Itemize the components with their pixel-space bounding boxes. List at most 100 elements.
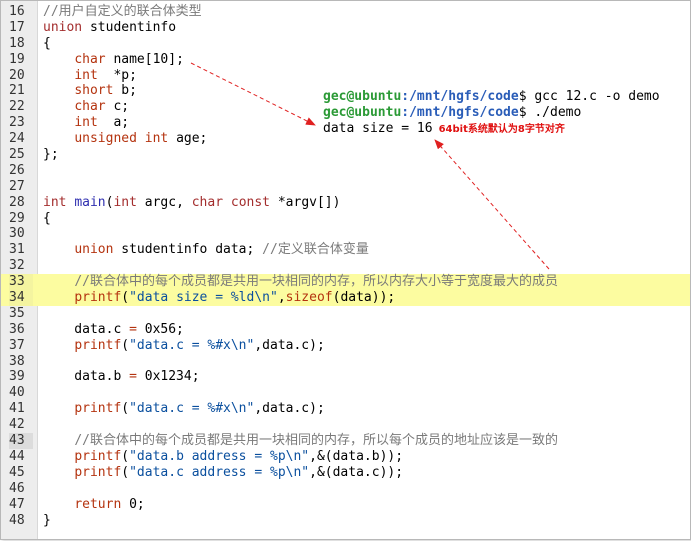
code-token: char (74, 51, 106, 67)
code-text: int main(int argc, char const *argv[]) (43, 195, 340, 211)
code-line[interactable]: 48} (1, 513, 690, 529)
code-token (43, 83, 74, 98)
code-line[interactable]: 38 (1, 354, 690, 370)
line-number: 22 (9, 99, 25, 115)
code-text: { (43, 211, 51, 227)
code-line[interactable]: 47 return 0; (1, 497, 690, 513)
code-line[interactable]: 45 printf("data.c address = %p\n",&(data… (1, 465, 690, 481)
command-compile: $ gcc 12.c -o demo (518, 89, 660, 104)
line-number: 29 (9, 210, 25, 226)
code-text: data.b = 0x1234; (43, 369, 199, 385)
code-text: printf("data.c = %#x\n",data.c); (43, 401, 324, 417)
code-token: union (74, 242, 114, 258)
code-token: //联合体中的每个成员都是共用一块相同的内存，所以每个成员的地址应该是一致的 (74, 433, 558, 449)
code-token (43, 242, 74, 257)
code-token: "data.b address = %p\n" (129, 448, 310, 464)
code-line[interactable]: 21 short b; (1, 83, 690, 99)
code-line[interactable]: 28 int main(int argc, char const *argv[]) (1, 195, 690, 211)
code-line[interactable]: 30 (1, 226, 690, 242)
line-number: 17 (9, 19, 25, 35)
line-number: 44 (9, 448, 25, 464)
code-line[interactable]: 34 printf("data size = %ld\n",sizeof(dat… (1, 290, 690, 306)
code-line[interactable]: 40 (1, 385, 690, 401)
line-number: 21 (9, 83, 25, 99)
line-number: 32 (9, 258, 25, 274)
code-token: //用户自定义的联合体类型 (43, 4, 202, 19)
code-line[interactable]: 27 (1, 179, 690, 195)
code-line[interactable]: 24 unsigned int age; (1, 131, 690, 147)
code-line[interactable]: 32 (1, 258, 690, 274)
code-token (43, 338, 74, 353)
code-token: = (129, 321, 137, 337)
terminal-line-3: data size = 16 64bit系统默认为8字节对齐 (323, 121, 660, 138)
code-line[interactable]: 19 char name[10]; (1, 52, 690, 68)
code-line[interactable]: 22 char c; (1, 99, 690, 115)
line-number: 28 (9, 194, 25, 210)
code-token: union (43, 19, 83, 35)
code-line[interactable]: 35 (1, 306, 690, 322)
line-number: 30 (9, 226, 25, 242)
line-number: 35 (9, 305, 25, 321)
code-line[interactable]: 16//用户自定义的联合体类型 (1, 4, 690, 20)
code-token (43, 52, 74, 67)
code-line[interactable]: 26 (1, 163, 690, 179)
line-number: 23 (9, 115, 25, 131)
code-line[interactable]: 29 { (1, 211, 690, 227)
code-token (43, 401, 74, 416)
code-text: char c; (43, 99, 129, 115)
code-line[interactable]: 37 printf("data.c = %#x\n",data.c); (1, 338, 690, 354)
line-number: 31 (9, 242, 25, 258)
code-token: data.b (43, 369, 130, 385)
line-number: 47 (9, 496, 25, 512)
code-line[interactable]: 25}; (1, 147, 690, 163)
code-token: data.c (43, 321, 130, 337)
line-number: 24 (9, 131, 25, 147)
code-line[interactable]: 41 printf("data.c = %#x\n",data.c); (1, 401, 690, 417)
code-line[interactable]: 44 printf("data.b address = %p\n",&(data… (1, 449, 690, 465)
code-line[interactable]: 46 (1, 481, 690, 497)
code-token: int (113, 194, 137, 210)
code-text: unsigned int age; (43, 131, 207, 147)
code-text: return 0; (43, 497, 144, 513)
code-line[interactable]: 23 int a; (1, 115, 690, 131)
code-line[interactable]: 36 data.c = 0x56; (1, 322, 690, 338)
code-line[interactable]: 18{ (1, 36, 690, 52)
code-token (43, 449, 74, 464)
line-number: 26 (9, 162, 25, 178)
code-token: int (74, 115, 98, 131)
code-token: int (74, 67, 98, 83)
line-number: 45 (9, 464, 25, 480)
line-number: 19 (9, 51, 25, 67)
code-text: printf("data.b address = %p\n",&(data.b)… (43, 449, 403, 465)
line-number: 36 (9, 321, 25, 337)
code-line[interactable]: 42 (1, 417, 690, 433)
code-text: short b; (43, 83, 137, 99)
code-token (43, 99, 74, 114)
code-token: printf (74, 448, 122, 464)
code-token: b; (113, 83, 137, 99)
code-line[interactable]: 39 data.b = 0x1234; (1, 369, 690, 385)
code-text: { (43, 36, 51, 52)
code-line[interactable]: 33 //联合体中的每个成员都是共用一块相同的内存，所以内存大小等于宽度最大的成… (1, 274, 690, 291)
code-token: char (191, 194, 224, 210)
code-token: ( (121, 464, 130, 480)
program-output: data size = 16 (323, 121, 433, 136)
code-token (43, 131, 74, 146)
code-token: , (277, 290, 286, 306)
code-token: a; (97, 115, 130, 131)
line-number: 43 (9, 433, 33, 449)
code-token (137, 131, 145, 146)
annotation-note: 64bit系统默认为8字节对齐 (438, 124, 565, 135)
code-token: { (43, 210, 51, 226)
code-token (223, 195, 231, 210)
code-token: short (74, 83, 114, 99)
code-token (43, 115, 74, 130)
code-line[interactable]: 20 int *p; (1, 68, 690, 84)
code-line[interactable]: 31 union studentinfo data; //定义联合体变量 (1, 242, 690, 258)
code-token: char (74, 99, 106, 115)
code-line[interactable]: 43 //联合体中的每个成员都是共用一块相同的内存，所以每个成员的地址应该是一致… (1, 433, 690, 449)
code-token: const (230, 194, 271, 210)
